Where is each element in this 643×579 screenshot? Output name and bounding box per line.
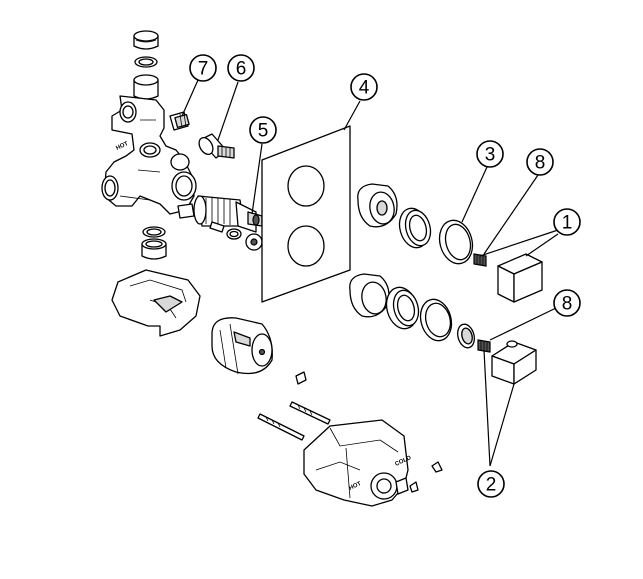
callout-1: 1 bbox=[553, 208, 581, 236]
part-5-cartridge bbox=[177, 195, 263, 251]
part-1-square-knob bbox=[497, 253, 543, 303]
long-screw-2 bbox=[257, 413, 305, 441]
long-screw-1 bbox=[289, 401, 331, 425]
valve-body: HOT bbox=[101, 30, 197, 215]
part-6-diverter-spindle bbox=[198, 133, 235, 159]
lower-ring-a bbox=[419, 298, 453, 342]
top-o-ring bbox=[134, 56, 158, 68]
left-outlet-port bbox=[101, 175, 119, 201]
callout-8a: 8 bbox=[526, 148, 554, 176]
lower-sleeve-b bbox=[385, 286, 420, 330]
small-screw-1 bbox=[295, 371, 307, 385]
hot-mark: HOT bbox=[348, 481, 362, 492]
callout-2: 2 bbox=[477, 470, 505, 498]
small-screw-3 bbox=[409, 481, 419, 493]
callout-5-label: 5 bbox=[258, 121, 269, 142]
top-cap bbox=[133, 30, 159, 50]
callout-3-label: 3 bbox=[485, 145, 496, 166]
callout-1-label: 1 bbox=[562, 213, 573, 234]
part-4-wall-plate bbox=[261, 125, 351, 303]
callout-4: 4 bbox=[350, 73, 378, 101]
cartridge-shroud bbox=[211, 317, 273, 375]
lower-ring-b bbox=[457, 323, 475, 349]
callout-6-label: 6 bbox=[236, 59, 247, 80]
bottom-connector bbox=[141, 238, 167, 260]
small-screw-2 bbox=[431, 461, 443, 473]
upper-sleeve-a bbox=[357, 183, 398, 228]
bottom-o-ring bbox=[142, 226, 166, 238]
callout-7: 7 bbox=[189, 54, 217, 82]
lower-right-port bbox=[170, 153, 190, 171]
callout-8b: 8 bbox=[553, 289, 581, 317]
upper-plate-hole bbox=[287, 165, 325, 207]
svg-text:HOT: HOT bbox=[115, 141, 129, 152]
mid-port bbox=[139, 142, 161, 158]
vertical-connector bbox=[133, 74, 159, 100]
lower-plate-hole bbox=[287, 225, 325, 267]
callout-4-label: 4 bbox=[359, 78, 370, 99]
callout-2-label: 2 bbox=[486, 475, 497, 496]
part-7-spindle bbox=[169, 111, 190, 131]
callout-8b-label: 8 bbox=[562, 294, 573, 315]
upper-sleeve-b bbox=[398, 207, 432, 249]
right-outlet-port bbox=[171, 171, 197, 201]
callout-3: 3 bbox=[476, 140, 504, 168]
concealed-valve-housing: COLD HOT bbox=[303, 419, 413, 507]
callout-6: 6 bbox=[227, 54, 255, 82]
part-3-ring bbox=[438, 219, 474, 265]
top-left-port bbox=[119, 101, 137, 123]
part-2-lever-handle bbox=[491, 340, 537, 385]
lower-sleeve-a bbox=[349, 273, 390, 318]
callout-7-label: 7 bbox=[198, 59, 209, 80]
mounting-bracket bbox=[111, 269, 201, 337]
callout-5: 5 bbox=[249, 116, 277, 144]
callout-8a-label: 8 bbox=[535, 153, 546, 174]
leader-lines bbox=[181, 79, 559, 467]
part-8-lower-screw bbox=[477, 339, 491, 353]
